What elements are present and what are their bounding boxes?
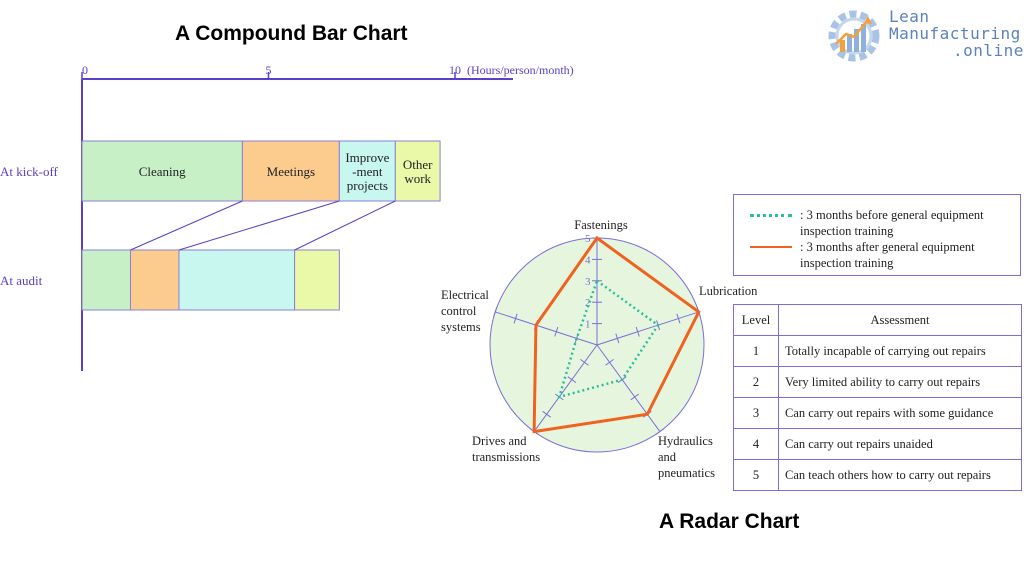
x-tick-label: 10: [449, 63, 461, 77]
logo-line-3: .online: [953, 41, 1024, 60]
radar-spoke: [495, 311, 598, 346]
radar-tick: [580, 358, 589, 366]
radar-axis-label: Electrical: [441, 288, 489, 302]
radar-axis-label: and: [658, 450, 677, 464]
radar-tick: [676, 313, 681, 324]
radar-tick: [542, 410, 552, 418]
radar-tick: [635, 326, 640, 337]
radar-axis-label: pneumatics: [658, 466, 715, 480]
table-row: 3 Can carry out repairs with some guidan…: [733, 397, 1022, 429]
segment-label: Other: [403, 157, 433, 172]
table-row: 1 Totally incapable of carrying out repa…: [733, 335, 1022, 367]
compound-bar-chart: 0 5 10 (Hours/person/month) At kick-off Clean…: [0, 63, 574, 371]
category-label: At kick-off: [0, 164, 59, 179]
radar-axis-label: Drives and: [472, 434, 527, 448]
header-assessment: Assessment: [778, 304, 1022, 336]
radar-scale-label: 2: [585, 297, 591, 309]
logo-line-1: Lean: [889, 7, 930, 26]
legend-after-line1: : 3 months after general equipment: [800, 240, 975, 254]
radar-spoke: [533, 344, 598, 432]
table-header-row: Level Assessment: [733, 304, 1022, 336]
segment-label: projects: [347, 178, 388, 193]
dotted-line-swatch: [750, 214, 792, 217]
radar-chart-title: A Radar Chart: [659, 510, 800, 533]
x-tick-label: 0: [82, 63, 88, 77]
radar-spoke: [596, 311, 699, 346]
level-assessment-table: Level Assessment 1 Totally incapable of …: [733, 304, 1022, 491]
table-row: 2 Very limited ability to carry out repa…: [733, 366, 1022, 398]
level-cell: 3: [733, 397, 779, 429]
radar-scale-label: 4: [585, 254, 591, 266]
radar-axis-label: systems: [441, 320, 481, 334]
bar-segment-cleaning: [81, 249, 131, 311]
bar-segment-improvement: [178, 249, 296, 311]
radar-axis-label: Lubrication: [699, 284, 758, 298]
logo-line-2: Manufacturing: [889, 24, 1021, 43]
legend-before-line2: inspection training: [800, 224, 894, 238]
segment-label: Improve: [345, 150, 389, 165]
radar-legend: : 3 months before general equipment insp…: [733, 194, 1021, 276]
radar-tick: [493, 307, 498, 317]
table-row: 5 Can teach others how to carry out repa…: [733, 459, 1022, 491]
bar-segment-meetings: [241, 140, 340, 202]
x-axis-unit-label: (Hours/person/month): [467, 63, 574, 77]
gear-chart-icon: [828, 10, 880, 62]
segment-label: Cleaning: [139, 164, 186, 179]
bar-segment-other: [294, 249, 340, 311]
radar-axis-label: Hydraulics: [658, 434, 713, 448]
category-label: At audit: [0, 273, 43, 288]
connector-line: [294, 200, 396, 251]
segment-label: Meetings: [267, 164, 315, 179]
header-level: Level: [733, 304, 779, 336]
solid-line-swatch: [750, 246, 792, 248]
assessment-cell: Can carry out repairs unaided: [778, 428, 1022, 460]
radar-axis-label: control: [441, 304, 477, 318]
connector-line: [178, 200, 340, 251]
assessment-cell: Totally incapable of carrying out repair…: [778, 335, 1022, 367]
radar-tick: [567, 376, 577, 383]
level-cell: 2: [733, 366, 779, 398]
radar-spoke: [596, 344, 661, 432]
table-row: 4 Can carry out repairs unaided: [733, 428, 1022, 460]
segment-label: work: [404, 171, 431, 186]
radar-axis-label: Fastenings: [574, 218, 628, 232]
compound-chart-title: A Compound Bar Chart: [175, 22, 408, 45]
connector-line: [130, 200, 243, 251]
legend-before-line1: : 3 months before general equipment: [800, 208, 984, 222]
radar-tick: [630, 393, 640, 401]
legend-after-line2: inspection training: [800, 256, 894, 270]
x-tick-label: 5: [266, 63, 272, 77]
radar-series-after: [532, 235, 701, 434]
radar-scale-label: 1: [585, 319, 591, 331]
logo: Lean Manufacturing .online: [822, 4, 1024, 64]
bar-segment-cleaning: [81, 140, 243, 202]
segment-label: -ment: [352, 164, 383, 179]
radar-scale-label: 5: [585, 233, 591, 245]
assessment-cell: Can teach others how to carry out repair…: [778, 459, 1022, 491]
radar-tick: [554, 326, 559, 337]
level-cell: 5: [733, 459, 779, 491]
radar-tick: [513, 313, 518, 324]
bar-segment-meetings: [129, 249, 180, 311]
assessment-cell: Very limited ability to carry out repair…: [778, 366, 1022, 398]
level-cell: 4: [733, 428, 779, 460]
radar-tick: [615, 333, 620, 344]
radar-axis-label: transmissions: [472, 450, 540, 464]
level-cell: 1: [733, 335, 779, 367]
radar-tick: [605, 358, 614, 366]
assessment-cell: Can carry out repairs with some guidance: [778, 397, 1022, 429]
radar-scale-label: 3: [585, 276, 591, 288]
radar-tick: [655, 428, 665, 435]
bar-segment-other: [394, 140, 441, 202]
